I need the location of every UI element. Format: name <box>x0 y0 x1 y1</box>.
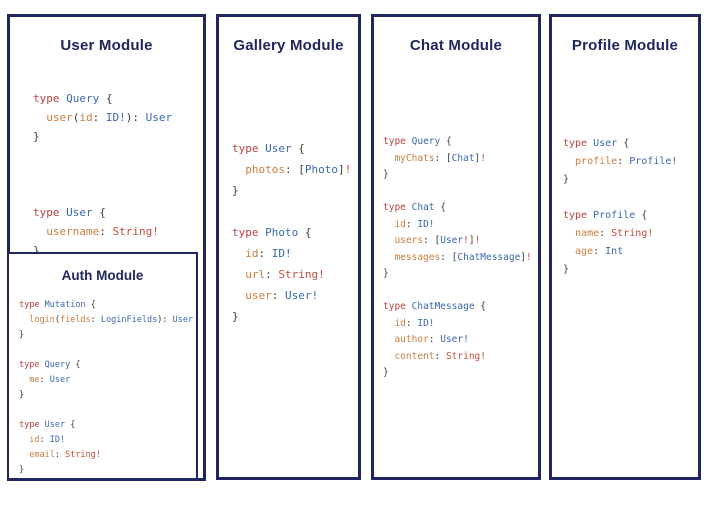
user-module-code: type Query { user(id: ID!): User} type U… <box>33 92 173 257</box>
gallery-module-title: Gallery Module <box>233 37 344 54</box>
panel-profile-module: Profile Module type User { profile: Prof… <box>549 14 701 480</box>
user-module-title: User Module <box>60 37 153 54</box>
panel-auth-module: Auth Module type Mutation { login(fields… <box>7 252 198 480</box>
auth-module-code: type Mutation { login(fields: LoginField… <box>19 300 194 475</box>
gallery-module-code: type User { photos: [Photo]!} type Photo… <box>232 142 352 323</box>
chat-module-title: Chat Module <box>409 37 503 54</box>
panel-gallery-module: Gallery Module type User { photos: [Phot… <box>216 14 361 480</box>
auth-module-title: Auth Module <box>61 268 144 283</box>
chat-module-code: type Query { myChats: [Chat]!} type Chat… <box>383 136 532 378</box>
profile-module-title: Profile Module <box>571 37 679 54</box>
profile-module-code: type User { profile: Profile!} type Prof… <box>563 138 678 275</box>
panel-chat-module: Chat Module type Query { myChats: [Chat]… <box>371 14 541 480</box>
